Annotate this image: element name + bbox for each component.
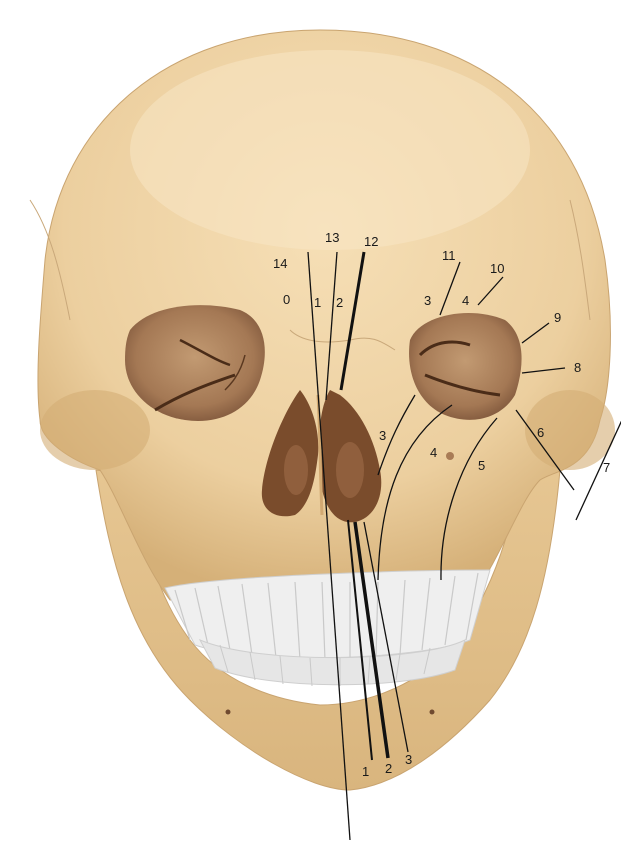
label-14: 14	[273, 256, 287, 271]
label-9: 9	[554, 310, 561, 325]
label-6: 6	[537, 425, 544, 440]
label-2-bottom: 2	[385, 761, 392, 776]
label-12: 12	[364, 234, 378, 249]
label-1-top: 1	[314, 295, 321, 310]
label-13: 13	[325, 230, 339, 245]
label-3-left: 3	[424, 293, 431, 308]
left-cheek-shadow	[40, 390, 150, 470]
forehead-highlight	[130, 50, 530, 250]
label-8: 8	[574, 360, 581, 375]
infraorbital-foramen	[446, 452, 454, 460]
nasal-highlight	[284, 445, 308, 495]
label-3-bottom: 3	[405, 752, 412, 767]
label-1-bottom: 1	[362, 764, 369, 779]
nasal-highlight-2	[336, 442, 364, 498]
label-0: 0	[283, 292, 290, 307]
label-7: 7	[603, 460, 610, 475]
label-3-mid: 3	[379, 428, 386, 443]
label-2-top: 2	[336, 295, 343, 310]
mental-foramen-right	[430, 710, 435, 715]
label-4-mid: 4	[430, 445, 437, 460]
mental-foramen-left	[226, 710, 231, 715]
label-10: 10	[490, 261, 504, 276]
label-4-right: 4	[462, 293, 469, 308]
label-5: 5	[478, 458, 485, 473]
label-11: 11	[442, 248, 456, 263]
